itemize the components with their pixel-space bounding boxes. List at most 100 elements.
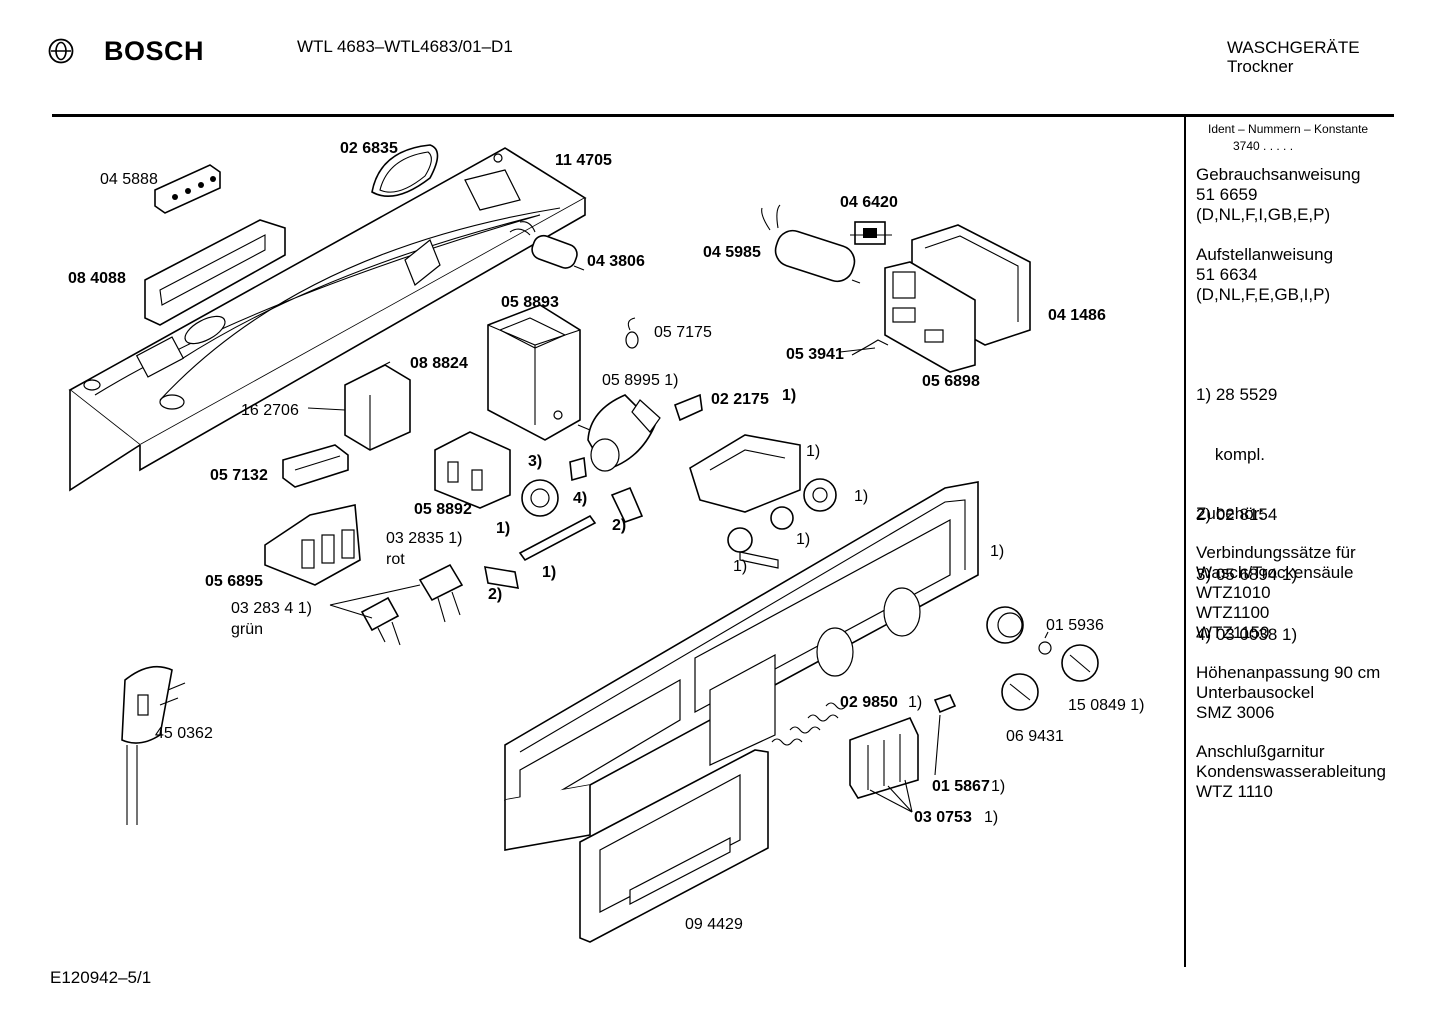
label-094429: 09 4429 bbox=[685, 916, 743, 933]
small-cam bbox=[569, 456, 587, 482]
label-030753-note: 1) bbox=[984, 809, 998, 826]
label-162706: 16 2706 bbox=[241, 402, 299, 419]
connector-strip bbox=[282, 444, 349, 488]
brand-name: BOSCH bbox=[104, 36, 205, 66]
model-number: WTL 4683–WTL4683/01–D1 bbox=[297, 37, 513, 56]
label-03283: 03 283 4 1) bbox=[231, 600, 312, 617]
small-capacitor bbox=[509, 221, 585, 271]
sidebar-block-height: Höhenanpassung 90 cm Unterbausockel SMZ … bbox=[1196, 663, 1381, 722]
drive-shaft-gear bbox=[727, 527, 779, 569]
sidebar-block-accessories-title: Zubehör: bbox=[1196, 504, 1265, 523]
label-note-1a: 1) bbox=[496, 520, 510, 537]
drive-gear-large bbox=[803, 478, 837, 512]
label-rot: rot bbox=[386, 551, 405, 568]
switch-block bbox=[434, 431, 511, 509]
bosch-logo-icon bbox=[48, 38, 74, 64]
label-029850-note: 1) bbox=[908, 694, 922, 711]
label-043806: 04 3806 bbox=[587, 253, 645, 270]
drive-gear-small bbox=[770, 506, 794, 530]
rocker-switch bbox=[344, 361, 411, 451]
sensor-wire bbox=[851, 339, 889, 356]
label-058995: 05 8995 1) bbox=[602, 372, 679, 389]
label-041486: 04 1486 bbox=[1048, 307, 1106, 324]
knob-holder bbox=[986, 606, 1024, 644]
ident-value: 3740 . . . . . bbox=[1233, 139, 1294, 153]
label-015867-note: 1) bbox=[991, 778, 1005, 795]
label-gruen: grün bbox=[231, 621, 263, 638]
sidebar-block-install: Aufstellanweisung 51 6634 (D,NL,F,E,GB,I… bbox=[1196, 245, 1334, 304]
sidebar-block-stacking: Verbindungssätze für Wasch/Trockensäule … bbox=[1196, 543, 1356, 642]
gear-housing bbox=[689, 434, 801, 513]
label-022175-note: 1) bbox=[782, 387, 796, 404]
push-buttons bbox=[849, 716, 919, 799]
label-note-1b: 1) bbox=[542, 564, 556, 581]
label-030753: 03 0753 bbox=[914, 809, 972, 826]
label-note-1e: 1) bbox=[796, 531, 810, 548]
retaining-clip bbox=[674, 393, 703, 422]
category-title: WASCHGERÄTE bbox=[1227, 38, 1360, 57]
knob-right bbox=[1061, 644, 1099, 682]
label-114705: 11 4705 bbox=[555, 152, 612, 169]
side-bracket bbox=[144, 219, 286, 326]
label-058893: 05 8893 bbox=[501, 294, 559, 311]
sidebar-divider bbox=[1184, 117, 1186, 967]
small-sensor bbox=[625, 317, 639, 349]
label-057132: 05 7132 bbox=[210, 467, 268, 484]
knob-left bbox=[1001, 673, 1039, 711]
label-053941: 05 3941 bbox=[786, 346, 844, 363]
gear-wheel bbox=[521, 479, 559, 517]
label-056895: 05 6895 bbox=[205, 573, 263, 590]
label-084088: 08 4088 bbox=[68, 270, 126, 287]
label-056898: 05 6898 bbox=[922, 373, 980, 390]
ident-title: Ident – Nummern – Konstante bbox=[1208, 122, 1369, 136]
plunger-part bbox=[484, 566, 519, 589]
led-lens bbox=[933, 694, 957, 714]
category-subtitle: Trockner bbox=[1227, 57, 1294, 76]
label-058892: 05 8892 bbox=[414, 501, 472, 518]
label-029850: 02 9850 bbox=[840, 694, 898, 711]
label-note-1c: 1) bbox=[806, 443, 820, 460]
button-springs bbox=[771, 702, 847, 746]
screw bbox=[1038, 641, 1052, 655]
slide-bar bbox=[518, 514, 597, 562]
front-panel bbox=[504, 481, 979, 851]
label-note-2b: 2) bbox=[488, 586, 502, 603]
label-note-2a: 2) bbox=[612, 517, 626, 534]
label-note-1d: 1) bbox=[854, 488, 868, 505]
relay-component bbox=[850, 221, 892, 245]
gasket-ring bbox=[371, 144, 439, 198]
label-015936: 01 5936 bbox=[1046, 617, 1104, 634]
label-045985: 04 5985 bbox=[703, 244, 761, 261]
circuit-board bbox=[884, 261, 976, 373]
label-026835: 02 6835 bbox=[340, 140, 398, 157]
label-022175: 02 2175 bbox=[711, 391, 769, 408]
label-045888: 04 5888 bbox=[100, 171, 158, 188]
connector-red bbox=[418, 563, 464, 623]
label-note-3: 3) bbox=[528, 453, 542, 470]
label-note-4: 4) bbox=[573, 490, 587, 507]
pin-part bbox=[610, 486, 644, 523]
exploded-parts-diagram: 04 5888 02 6835 11 4705 08 4088 04 3806 … bbox=[68, 140, 1145, 943]
control-panel-frame bbox=[68, 147, 587, 492]
leader-lines bbox=[307, 347, 1049, 813]
label-015867: 01 5867 bbox=[932, 778, 990, 795]
mains-plug bbox=[121, 665, 186, 825]
switch-block-lower bbox=[264, 504, 361, 586]
label-450362: 45 0362 bbox=[155, 725, 213, 742]
label-088824: 08 8824 bbox=[410, 355, 468, 372]
timer-motor bbox=[587, 394, 661, 472]
label-069431: 06 9431 bbox=[1006, 728, 1064, 745]
program-timer bbox=[487, 304, 591, 441]
sidebar-block-drain: Anschlußgarnitur Kondenswasserableitung … bbox=[1196, 742, 1386, 801]
label-note-1g: 1) bbox=[990, 543, 1004, 560]
label-046420: 04 6420 bbox=[840, 194, 898, 211]
connector-green bbox=[360, 596, 401, 646]
label-057175: 05 7175 bbox=[654, 324, 712, 341]
large-capacitor bbox=[761, 204, 861, 284]
label-032835: 03 2835 1) bbox=[386, 530, 463, 547]
header-rule bbox=[52, 114, 1394, 117]
terminal-block bbox=[154, 164, 221, 214]
label-150849: 15 0849 1) bbox=[1068, 697, 1145, 714]
sidebar-block-notes: 1) 28 5529 kompl. 2) 02 8154 3) 05 6894 … bbox=[1196, 385, 1298, 644]
drawing-code: E120942–5/1 bbox=[50, 968, 152, 987]
